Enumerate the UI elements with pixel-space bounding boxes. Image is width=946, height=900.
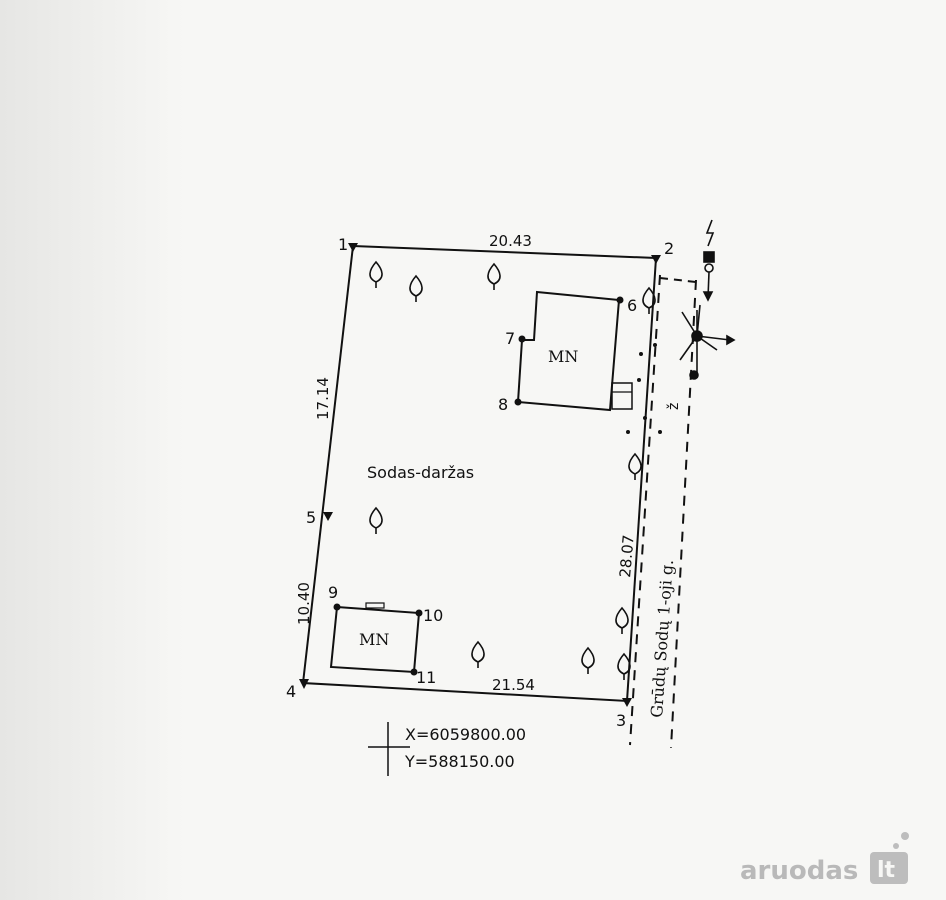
point-6-marker [616,296,624,304]
dimension-bottom: 21.54 [492,676,535,694]
point-1-label: 1 [338,235,348,254]
street-label: Grūdų Sodų 1-oji g. [647,559,677,718]
point-8-marker [514,398,522,406]
point-7-marker [518,335,526,343]
power-ring [704,263,714,273]
road-dot [658,430,662,434]
tree-icon [487,262,501,290]
watermark-text: aruodas [740,856,858,886]
watermark-dot [901,832,909,840]
point-7-label: 7 [505,329,515,348]
point-8-label: 8 [498,395,508,414]
point-11-label: 11 [416,668,436,687]
road-dot [637,378,641,382]
coordinate-x: X=6059800.00 [405,725,526,744]
tree-icon [409,274,423,302]
tree-icons [369,260,656,680]
watermark-suffix: lt [877,858,896,883]
paper-shadow [0,0,185,900]
road-dot [639,352,643,356]
small-building-porch [365,602,385,609]
small-building-label: MN [359,630,389,649]
point-10-label: 10 [423,606,443,625]
point-5-marker [323,512,333,521]
dimension-left-upper: 17.14 [314,377,332,420]
point-3-label: 3 [616,711,626,730]
point-3-marker [622,698,632,707]
point-10-marker [415,609,423,617]
tree-icon [369,506,383,534]
tree-icon [369,260,383,288]
point-4-marker [299,679,309,689]
road-dot [643,416,647,420]
land-use-label: Sodas-daržas [367,463,474,482]
point-2-label: 2 [664,239,674,258]
coordinate-y: Y=588150.00 [404,752,515,771]
road-dot [653,343,657,347]
road-edge-left [629,274,661,746]
tree-icon [628,452,642,480]
tree-icon [642,286,656,314]
point-5-label: 5 [306,508,316,527]
dimension-right: 28.07 [616,534,638,578]
point-1-marker [348,243,358,252]
dimension-left-lower: 10.40 [295,582,313,625]
watermark-dot [893,843,899,849]
power-box [703,251,715,263]
road-dot [626,430,630,434]
coordinate-cross [368,722,410,776]
point-2-marker [651,255,661,264]
road-edge-right [670,279,697,749]
main-building-label: MN [548,347,578,366]
point-4-label: 4 [286,682,296,701]
tree-icon [471,640,485,668]
dimension-top: 20.43 [489,232,532,250]
road-marker: ž [666,403,682,410]
building-annex [611,382,633,410]
parcel-boundary [301,244,658,703]
watermark-badge [870,852,908,884]
tree-icon [615,606,629,634]
tree-icon [617,652,631,680]
point-11-marker [410,668,418,676]
point-9-marker [333,603,341,611]
point-6-label: 6 [627,296,637,315]
tree-icon [581,646,595,674]
lightning-icon [705,219,715,247]
road-edge-top [659,277,697,283]
power-line-symbol [679,219,736,380]
point-9-label: 9 [328,583,338,602]
